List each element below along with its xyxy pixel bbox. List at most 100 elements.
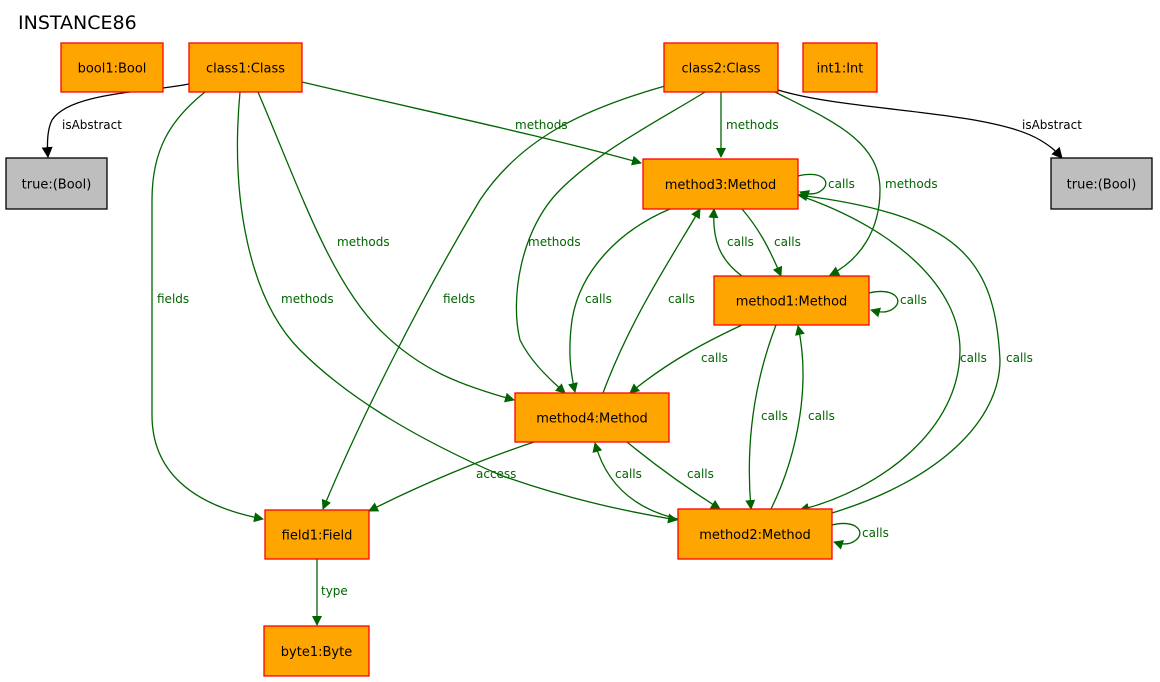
edge-line (774, 91, 881, 276)
edge-line (368, 441, 535, 512)
edge-label: fields (443, 292, 475, 306)
edge-line (797, 173, 827, 200)
node-method3[interactable]: method3:Method (642, 158, 799, 210)
edge-method1-to-method2: calls (745, 324, 788, 510)
edge-label: calls (727, 235, 754, 249)
edge-method3-to-method2: calls (797, 194, 987, 513)
edge-method4-to-method3: calls (602, 208, 701, 394)
edge-class1-to-method2: methods (236, 91, 678, 524)
edge-method3-to-method3: calls (797, 173, 855, 200)
edge-class2-to-true2: isAbstract (777, 89, 1082, 159)
edge-class2-to-field1: fields (321, 85, 666, 510)
node-label: method1:Method (736, 295, 848, 310)
edge-line (236, 91, 678, 524)
node-class2[interactable]: class2:Class (663, 42, 779, 93)
edge-method2-to-method3: calls (797, 191, 1033, 514)
edge-label: calls (668, 292, 695, 306)
edge-label: methods (515, 118, 568, 132)
node-box (60, 42, 164, 93)
edge-label: calls (960, 351, 987, 365)
edge-line (797, 191, 1001, 514)
edge-label: methods (726, 118, 779, 132)
edge-label: calls (900, 293, 927, 307)
node-bool1[interactable]: bool1:Bool (60, 42, 164, 93)
edge-label: isAbstract (62, 118, 122, 132)
node-box (1050, 157, 1153, 210)
edge-label: calls (1006, 351, 1033, 365)
node-label: class1:Class (206, 62, 285, 77)
edge-line (777, 89, 1063, 159)
edge-line (770, 325, 805, 510)
node-true2[interactable]: true:(Bool) (1050, 157, 1153, 210)
edge-label: methods (337, 235, 390, 249)
edge-label: methods (528, 235, 581, 249)
node-box (663, 42, 779, 93)
diagram-title: INSTANCE86 (18, 12, 137, 34)
edge-line (257, 91, 515, 403)
node-label: method4:Method (536, 412, 648, 427)
edge-label: calls (585, 292, 612, 306)
node-label: method2:Method (699, 528, 811, 543)
edge-class1-to-true1: isAbstract (41, 83, 190, 159)
edge-class2-to-method4: methods (515, 91, 706, 394)
node-byte1[interactable]: byte1:Byte (263, 625, 370, 677)
node-method4[interactable]: method4:Method (514, 392, 670, 443)
edge-line (797, 194, 961, 513)
node-method1[interactable]: method1:Method (713, 275, 870, 326)
edge-line (741, 208, 783, 277)
edge-line (708, 208, 743, 277)
edge-label: calls (687, 467, 714, 481)
edge-label: type (321, 584, 348, 598)
edge-label: methods (281, 292, 334, 306)
edge-line (626, 441, 721, 510)
edge-line (629, 324, 743, 394)
node-label: bool1:Bool (78, 62, 147, 77)
node-true1[interactable]: true:(Bool) (5, 157, 108, 210)
edge-line (515, 91, 706, 394)
edge-method2-to-method1: calls (770, 325, 835, 510)
edge-line (868, 290, 899, 318)
node-label: field1:Field (282, 529, 353, 544)
edge-class2-to-method3: methods (716, 92, 779, 158)
edge-label: calls (862, 526, 889, 540)
edge-line (151, 91, 264, 523)
node-label: int1:Int (817, 62, 864, 77)
edge-label: calls (615, 467, 642, 481)
edge-method3-to-method4: calls (568, 208, 671, 393)
node-label: class2:Class (681, 62, 760, 77)
edge-line (321, 85, 666, 510)
edge-line (745, 324, 777, 510)
edge-class1-to-method4: methods (257, 91, 515, 403)
edge-line (301, 81, 642, 166)
edge-label: fields (157, 292, 189, 306)
edge-method1-to-method4: calls (629, 324, 743, 394)
node-box (802, 42, 878, 93)
edge-class2-to-method1: methods (774, 91, 938, 276)
node-box (642, 158, 799, 210)
edge-line (592, 442, 679, 520)
edge-label: calls (761, 409, 788, 423)
node-method2[interactable]: method2:Method (677, 508, 833, 560)
node-box (264, 509, 370, 560)
node-box (5, 157, 108, 210)
node-box (263, 625, 370, 677)
node-label: byte1:Byte (281, 645, 352, 660)
node-field1[interactable]: field1:Field (264, 509, 370, 560)
node-box (188, 42, 303, 93)
edge-method1-to-method1: calls (868, 290, 927, 318)
edge-method3-to-method1: calls (741, 208, 801, 277)
node-class1[interactable]: class1:Class (188, 42, 303, 93)
edge-label: calls (828, 177, 855, 191)
edge-label: isAbstract (1022, 118, 1082, 132)
node-int1[interactable]: int1:Int (802, 42, 878, 93)
edge-line (602, 208, 701, 394)
node-label: true:(Bool) (1067, 178, 1137, 193)
edge-method4-to-method2: calls (626, 441, 721, 510)
edge-label: calls (774, 235, 801, 249)
edge-class1-to-method3: methods (301, 81, 642, 166)
edge-line (831, 522, 861, 550)
edge-label: calls (701, 351, 728, 365)
edge-label: calls (808, 409, 835, 423)
